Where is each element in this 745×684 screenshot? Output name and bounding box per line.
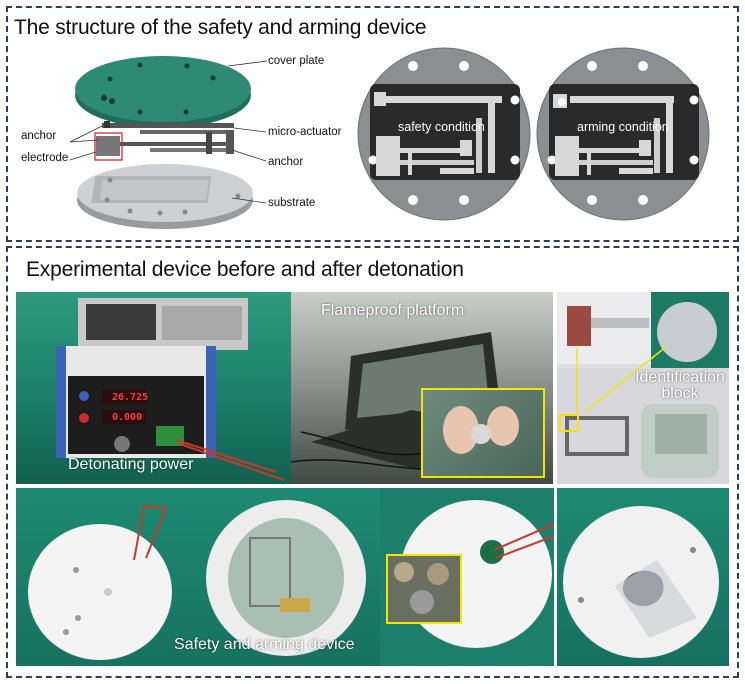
arming-condition-label: arming condition <box>577 120 669 134</box>
structure-panel <box>6 6 739 242</box>
flameproof-inset <box>421 388 545 478</box>
micro-actuator-label: micro-actuator <box>268 126 342 138</box>
identification-inset-marker <box>559 414 579 432</box>
safety-arming-device-photo: Safety and arming device <box>16 488 554 666</box>
display-reading-1: 26.725 <box>112 392 149 403</box>
cover-plate-leader <box>227 60 268 67</box>
safety-arming-device-caption: Safety and arming device <box>174 636 355 653</box>
detonating-power-photo: 26.725 0.000 Detonating power <box>16 292 291 484</box>
display-reading-2: 0.000 <box>112 412 143 423</box>
electrode-highlight-box <box>94 132 123 161</box>
exploded-view-diagram <box>69 47 710 229</box>
substrate-label: substrate <box>268 197 316 209</box>
experiment-panel-title: Experimental device before and after det… <box>26 258 464 281</box>
device-inset <box>386 554 462 624</box>
safety-condition-disc <box>357 47 531 221</box>
experiment-panel <box>6 246 739 678</box>
safety-condition-label: safety condition <box>398 120 485 134</box>
micro-actuator-layer <box>96 121 234 156</box>
cover-plate-label: cover plate <box>268 55 325 67</box>
structure-panel-title: The structure of the safety and arming d… <box>14 16 427 39</box>
detonating-power-caption: Detonating power <box>68 456 194 473</box>
substrate <box>77 164 253 229</box>
identification-block-photo: Identification block <box>557 292 729 484</box>
after-detonation-photo <box>557 488 729 666</box>
arming-condition-disc <box>536 47 710 221</box>
electrode-label: electrode <box>21 152 69 164</box>
flameproof-platform-caption: Flameproof platform <box>321 302 465 319</box>
anchor-left-label: anchor <box>21 130 57 142</box>
anchor-right-label: anchor <box>268 156 304 168</box>
cover-plate <box>75 56 251 128</box>
identification-block-caption: Identification block <box>635 369 725 402</box>
flameproof-platform-photo: Flameproof platform <box>291 292 553 484</box>
